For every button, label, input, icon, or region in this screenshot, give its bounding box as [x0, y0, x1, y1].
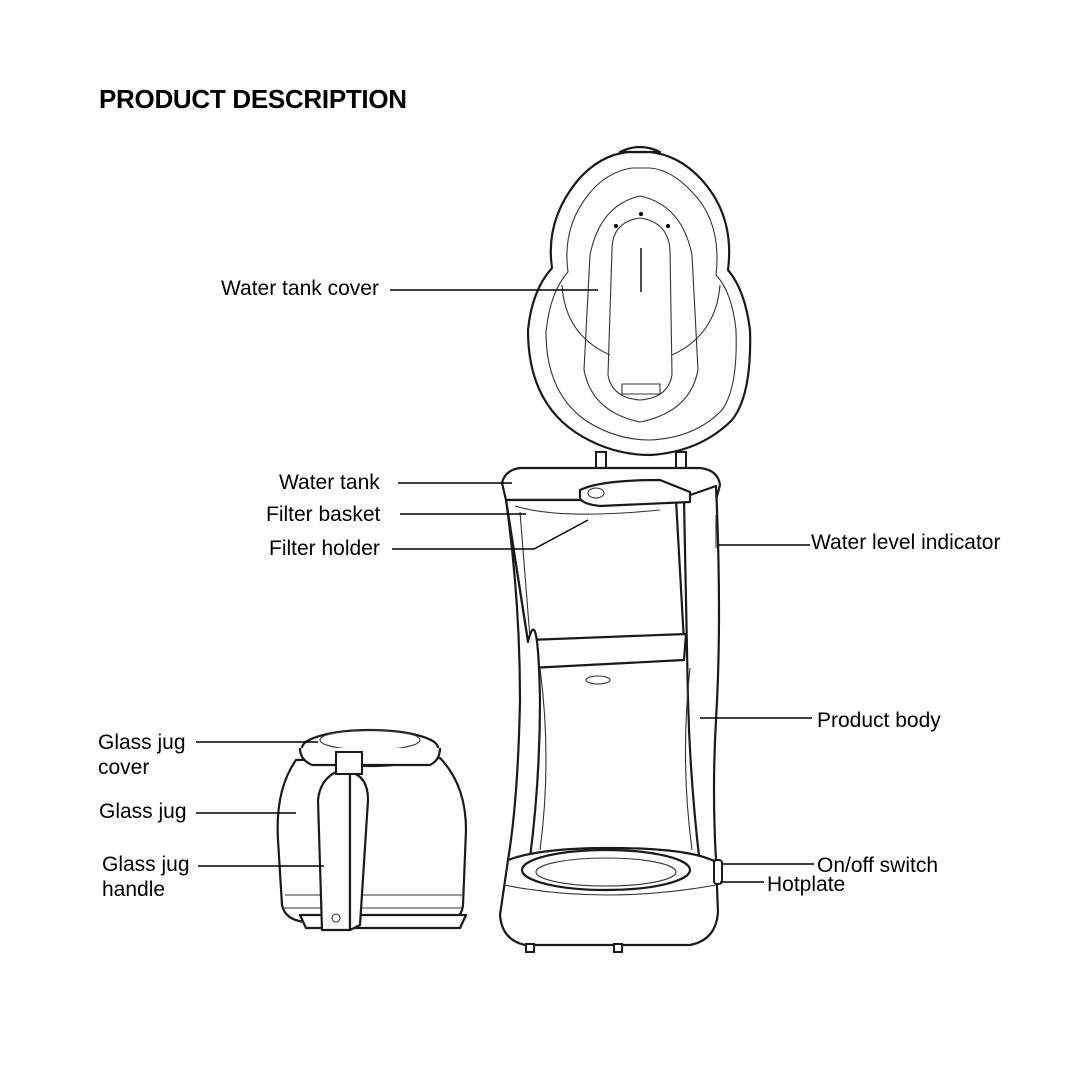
water-tank-cover-drawing: [526, 145, 752, 457]
label-filter-basket: Filter basket: [266, 503, 381, 526]
label-glass-jug: Glass jug: [99, 800, 187, 823]
label-water-tank-cover: Water tank cover: [221, 277, 379, 300]
glass-jug-drawing: [276, 728, 468, 932]
label-water-level-indicator: Water level indicator: [811, 531, 1001, 554]
label-filter-holder: Filter holder: [269, 537, 380, 560]
page-title: PRODUCT DESCRIPTION: [99, 84, 407, 114]
label-product-body: Product body: [817, 709, 941, 732]
label-water-tank: Water tank: [279, 471, 380, 494]
product-body-drawing: [498, 466, 723, 953]
leader-filter-holder: [392, 519, 589, 550]
label-on-off-switch: On/off switch: [817, 854, 938, 877]
label-hotplate: Hotplate: [767, 873, 846, 896]
label-glass-jug-handle: Glass jug handle: [102, 853, 190, 901]
filter-holder-drawing: [578, 478, 692, 508]
label-glass-jug-cover: Glass jug cover: [98, 731, 186, 779]
